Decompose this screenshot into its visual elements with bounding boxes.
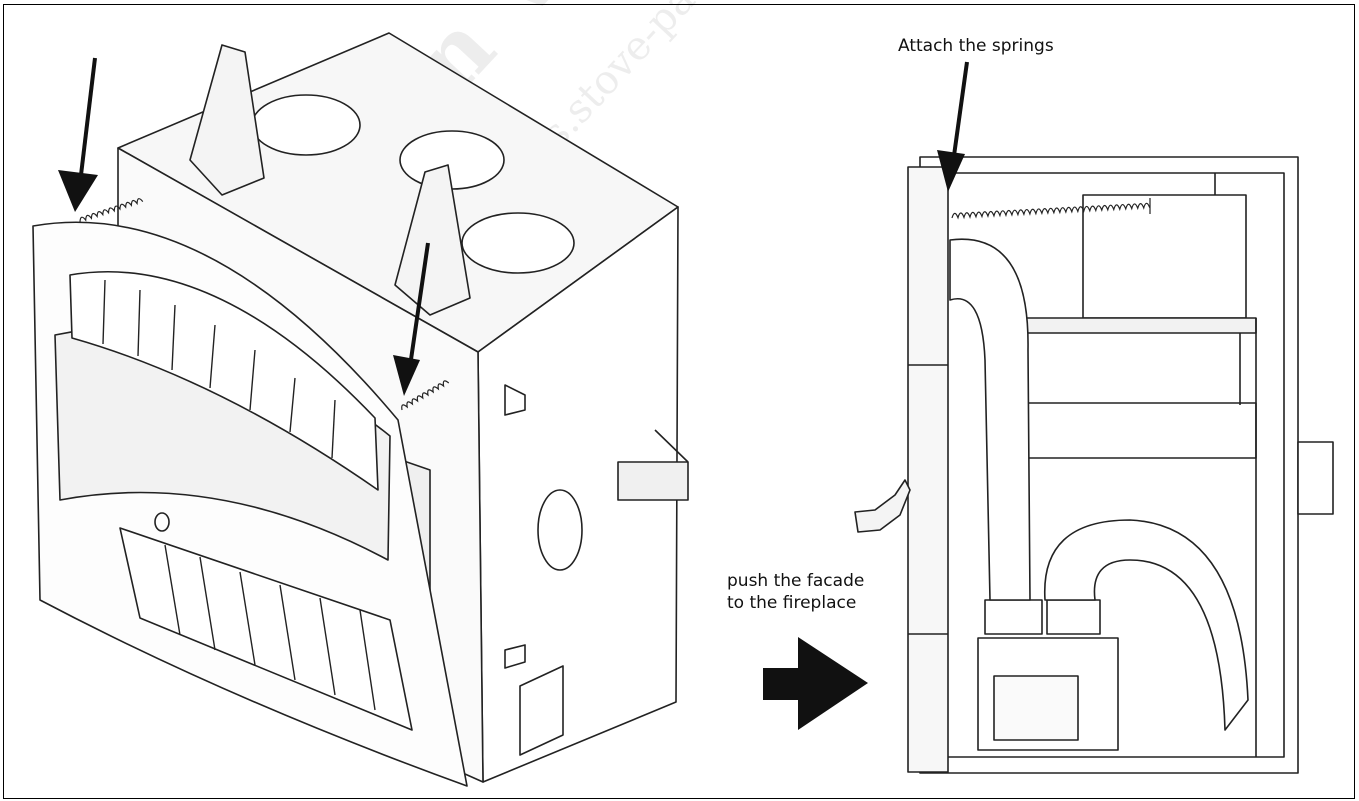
spring-right — [951, 198, 1151, 220]
push-arrow — [763, 637, 868, 730]
fireplace-body-right — [854, 156, 1334, 774]
diagram-frame — [3, 4, 1355, 799]
label-push-line1: push the facade — [727, 571, 865, 591]
spring-left-top — [79, 198, 144, 223]
arrow-left-top — [58, 57, 98, 212]
arrow-springs — [937, 61, 969, 192]
label-attach-springs: Attach the springs — [898, 36, 1054, 56]
facade-left — [32, 221, 468, 787]
label-push-line2: to the fireplace — [727, 593, 857, 613]
spring-left-right — [401, 380, 450, 411]
arrow-left-right — [393, 242, 430, 396]
label-push-facade: push the facade to the fireplace — [727, 570, 864, 614]
